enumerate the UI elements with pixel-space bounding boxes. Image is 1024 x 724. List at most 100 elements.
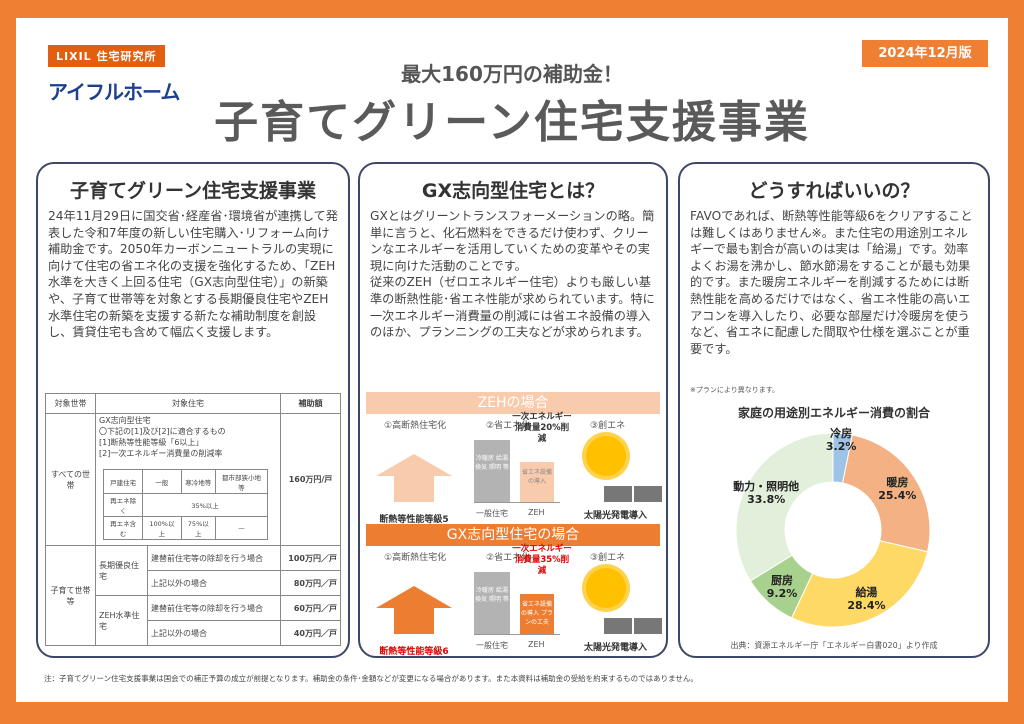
th-amount: 補助額 [280, 393, 341, 414]
grade-label: 断熱等性能等級6 [379, 647, 449, 657]
left-panel: 子育てグリーン住宅支援事業 24年11月29日に国交省･経産省･環境省が連携して… [36, 162, 350, 658]
plan-note: ※プランにより異なります。 [690, 386, 780, 394]
subtitle: 最大160万円の補助金！ [401, 62, 623, 86]
right-panel: どうすればいいの？ FAVOであれば、断熱等性能等級6をクリアすることは難しくは… [678, 162, 990, 658]
donut-slice [791, 540, 929, 628]
chart-source: 出典：資源エネルギー庁「エネルギー白書020」より作成 [730, 641, 938, 650]
axis [474, 634, 560, 635]
house-type: ZEH水準住宅 [95, 595, 148, 646]
step-label: ②省エネ化 [486, 421, 531, 431]
reduction-label: 一次エネルギー消費量20%削減 [512, 412, 572, 444]
footnote: 注：子育てグリーン住宅支援事業は国会での補正予算の成立が前提となります。補助金の… [44, 674, 698, 683]
step-label: ②省エネ化 [486, 553, 531, 563]
solar-panel-icon [604, 486, 664, 502]
slice-category: 暖房 [886, 475, 909, 489]
step-label: ③創エネ [590, 421, 626, 431]
slice-category: 冷房 [830, 427, 853, 441]
grade-label: 断熱等性能等級5 [379, 515, 449, 525]
general-label: 一般住宅 [476, 509, 508, 518]
left-title: 子育てグリーン住宅支援事業 [69, 180, 317, 202]
condition: 建替前住宅等の除却を行う場合 [147, 595, 281, 621]
cell: 再エネ含む [102, 516, 144, 540]
cond-line: 〇下記の[1]及び[2]に適合するもの [99, 427, 226, 436]
page-title: 子育てグリーン住宅支援事業 [214, 97, 810, 148]
edition-badge: 2024年12月版 [862, 40, 988, 67]
household-kids: 子育て世帯等 [45, 545, 96, 646]
cell: 一般 [142, 469, 182, 494]
right-text: FAVOであれば、断熱等性能等級6をクリアすることは難しくはありません※。また住… [690, 209, 973, 356]
arrow-up-icon [394, 608, 434, 634]
general-label: 一般住宅 [476, 641, 508, 650]
mid-text-1: GXとはグリーントランスフォーメーションの略。簡単に言うと、化石燃料をできるだけ… [370, 209, 655, 273]
gx-conditions: GX志向型住宅 〇下記の[1]及び[2]に適合するもの [1]断熱等性能等級「6… [95, 413, 281, 546]
chart-title: 家庭の用途別エネルギー消費の割合 [737, 406, 930, 420]
th-house: 対象住宅 [95, 393, 281, 414]
axis [474, 502, 560, 503]
cell: 戸建住宅 [102, 469, 144, 494]
cond-line: [2]一次エネルギー消費量の削減率 [99, 449, 223, 458]
right-title: どうすればいいの？ [748, 180, 920, 202]
solar-panel-icon [604, 618, 664, 634]
amount: 100万円／戸 [280, 545, 341, 571]
cond-line: GX志向型住宅 [99, 416, 151, 425]
aifulhome-logo: アイフルホーム [48, 80, 180, 104]
slice-value: 33.8% [747, 492, 786, 506]
cell: 再エネ除く [102, 493, 144, 517]
zeh-bar: 省エネ設備の導入 [520, 462, 554, 502]
gx-heading: GX志向型住宅の場合 [366, 524, 660, 546]
reduction-label: 一次エネルギー消費量35%削減 [512, 544, 572, 576]
amount-all: 160万円/戸 [280, 413, 341, 546]
solar-label: 太陽光発電導入 [584, 643, 648, 653]
house-type: 長期優良住宅 [95, 545, 148, 596]
arrow-up-icon [394, 476, 434, 502]
arrow-up-icon [376, 454, 452, 476]
slice-category: 給湯 [855, 585, 878, 599]
cond-line: [1]断熱等性能等級「6以上」 [99, 438, 204, 447]
zeh-label: ZEH [528, 640, 545, 649]
donut-slice [841, 434, 931, 553]
condition: 上記以外の場合 [147, 570, 281, 596]
mid-text-2: 従来のZEH（ゼロエネルギー住宅）よりも厳しい基準の断熱性能･省エネ性能が求めら… [370, 275, 655, 340]
cell: 都市部狭小地等 [214, 469, 269, 494]
condition: 建替前住宅等の除却を行う場合 [147, 545, 281, 571]
amount: 60万円／戸 [280, 595, 341, 621]
slice-value: 25.4% [878, 488, 917, 502]
step-label: ③創エネ [590, 553, 626, 563]
zeh-bar: 省エネ設備の導入 プランの工夫 [520, 594, 554, 634]
donut-chart [735, 432, 931, 628]
condition: 上記以外の場合 [147, 620, 281, 646]
slice-category: 厨房 [771, 574, 794, 588]
lixil-logo: LIXIL 住宅研究所 [48, 45, 165, 67]
th-household: 対象世帯 [45, 393, 96, 414]
left-text: 24年11月29日に国交省･経産省･環境省が連携して発表した令和7年度の新しい住… [48, 209, 338, 340]
slice-category: 動力・照明他 [733, 479, 800, 493]
mid-title: GX志向型住宅とは？ [421, 180, 605, 202]
general-bar: 冷暖房 給湯 換気 照明 等 [474, 440, 510, 502]
mid-text: GXとはグリーントランスフォーメーションの略。簡単に言うと、化石燃料をできるだけ… [370, 208, 658, 341]
cell: 75%以上 [180, 516, 216, 540]
general-bar: 冷暖房 給湯 換気 照明 等 [474, 572, 510, 634]
step-label: ①高断熱住宅化 [384, 553, 447, 563]
slice-value: 3.2% [825, 440, 857, 454]
donut-slice [735, 432, 834, 582]
cell: 100%以上 [142, 516, 182, 540]
zeh-heading: ZEHの場合 [366, 392, 660, 414]
amount: 40万円／戸 [280, 620, 341, 646]
sun-icon [586, 436, 626, 476]
subsidy-table: 対象世帯対象住宅補助額 すべての世帯 GX志向型住宅 〇下記の[1]及び[2]に… [45, 393, 341, 646]
slice-value: 28.4% [847, 598, 886, 612]
cell: — [214, 516, 269, 540]
amount: 80万円／戸 [280, 570, 341, 596]
slice-value: 9.2% [766, 587, 798, 601]
sun-icon [586, 568, 626, 608]
household-all: すべての世帯 [45, 413, 96, 546]
step-label: ①高断熱住宅化 [384, 421, 447, 431]
arrow-up-icon [376, 586, 452, 608]
cell: 35%以上 [142, 493, 268, 517]
